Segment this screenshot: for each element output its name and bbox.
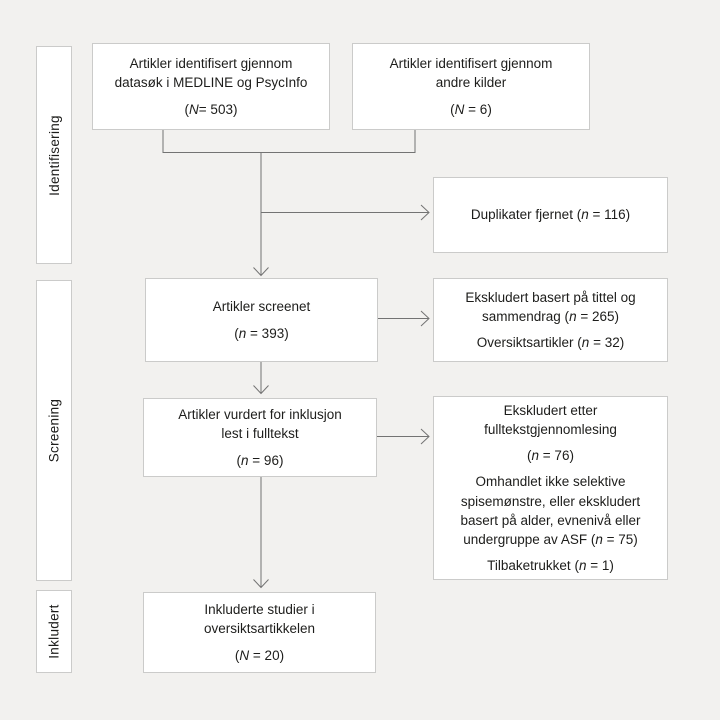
connector-identified-to-screened bbox=[253, 152, 269, 277]
box-text-line: Tilbaketrukket (n = 1) bbox=[487, 557, 614, 573]
box-text-line: Inkluderte studier i bbox=[204, 602, 315, 618]
box-text-line: Ekskludert basert på tittel og sammendra… bbox=[465, 289, 636, 324]
box-excluded-fulltext: Ekskludert etter fulltekstgjennomlesing … bbox=[433, 396, 668, 580]
stage-label-text: Inkludert bbox=[46, 604, 62, 659]
box-duplicates-removed: Duplikater fjernet (n = 116) bbox=[433, 177, 668, 253]
box-text-line: Artikler screenet bbox=[212, 299, 311, 315]
connector-identified-merge bbox=[162, 130, 416, 153]
box-stat-line: (n = 76) bbox=[527, 448, 574, 464]
box-text-line: lest i fulltekst bbox=[221, 426, 299, 442]
connector-screened-to-fulltext bbox=[253, 362, 269, 395]
box-stat-line: (N = 20) bbox=[234, 647, 285, 663]
box-included-studies: Inkluderte studier i oversiktsartikkelen… bbox=[143, 592, 376, 673]
box-stat-line: (n = 96) bbox=[236, 452, 284, 468]
box-stat-line: (N= 503) bbox=[184, 101, 238, 117]
box-screened: Artikler screenet (n = 393) bbox=[145, 278, 378, 362]
box-text-line: Artikler identifisert gjennom bbox=[389, 56, 553, 72]
stage-label-text: Screening bbox=[46, 398, 62, 463]
box-text-line: datasøk i MEDLINE og PsycInfo bbox=[114, 75, 308, 91]
box-stat-line: (N = 6) bbox=[450, 101, 492, 117]
box-identified-other: Artikler identifisert gjennom andre kild… bbox=[352, 43, 590, 130]
box-text-line: andre kilder bbox=[435, 75, 507, 91]
box-fulltext-assessed: Artikler vurdert for inklusjon lest i fu… bbox=[143, 398, 377, 477]
connector-fulltext-to-excluded-arrow bbox=[377, 428, 430, 445]
stage-label-inkludert: Inkludert bbox=[36, 590, 72, 673]
box-text-line: oversiktsartikkelen bbox=[203, 621, 316, 637]
connector-screened-to-excluded-title-arrow bbox=[378, 310, 430, 327]
box-excluded-title-abstract: Ekskludert basert på tittel og sammendra… bbox=[433, 278, 668, 362]
box-text-line: Duplikater fjernet (n = 116) bbox=[470, 207, 631, 223]
box-text-line: Artikler vurdert for inklusjon bbox=[178, 407, 342, 423]
connector-fulltext-to-included bbox=[253, 477, 269, 589]
box-identified-databases: Artikler identifisert gjennom datasøk i … bbox=[92, 43, 330, 130]
box-text-line: Artikler identifisert gjennom bbox=[129, 56, 293, 72]
stage-label-identifisering: Identifisering bbox=[36, 46, 72, 264]
box-text-line: Omhandlet ikke selektive spisemønstre, e… bbox=[460, 474, 641, 547]
stage-label-text: Identifisering bbox=[46, 114, 62, 196]
box-stat-line: (n = 393) bbox=[234, 325, 289, 341]
box-text-line: Ekskludert etter fulltekstgjennomlesing bbox=[484, 402, 617, 438]
box-text-line: Oversiktsartikler (n = 32) bbox=[476, 335, 625, 351]
stage-label-screening: Screening bbox=[36, 280, 72, 581]
connector-to-duplicates-arrow bbox=[261, 204, 430, 221]
